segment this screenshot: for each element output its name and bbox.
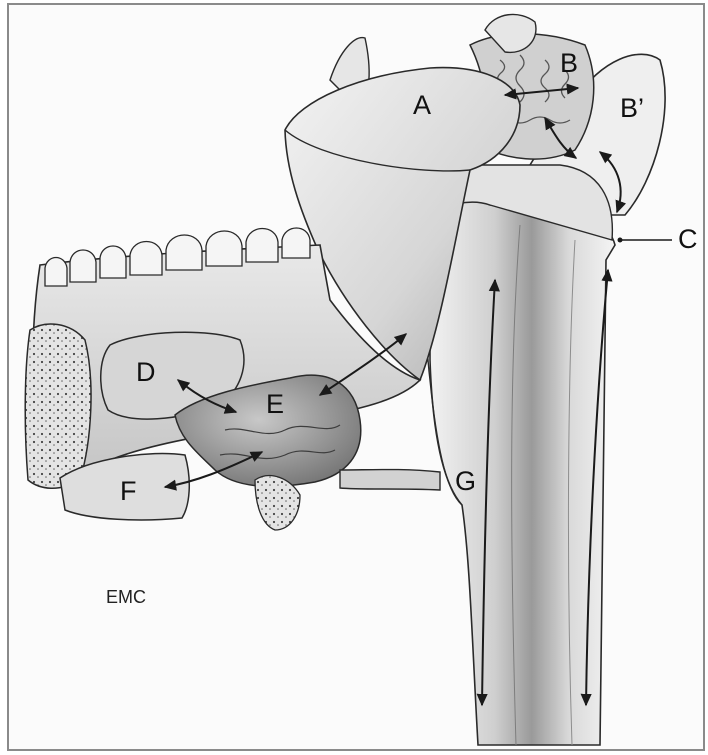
point-c	[618, 238, 623, 243]
bone-section	[25, 324, 91, 488]
label-b-prime: B’	[620, 93, 644, 123]
label-e: E	[266, 389, 284, 419]
label-d: D	[136, 357, 156, 387]
label-f: F	[120, 476, 137, 506]
label-b: B	[560, 48, 578, 78]
label-c: C	[678, 224, 698, 254]
label-a: A	[413, 90, 431, 120]
signature-emc: EMC	[106, 587, 146, 607]
gland-duct	[340, 470, 440, 491]
label-g: G	[455, 466, 476, 496]
